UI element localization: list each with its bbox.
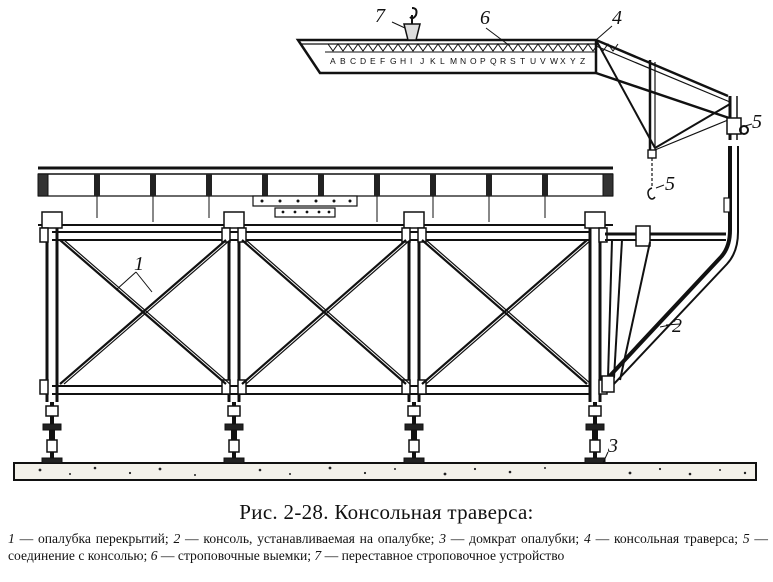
slot-letter: D (360, 56, 366, 66)
slot-letter: E (370, 56, 376, 66)
legend-number: 2 (173, 531, 181, 546)
slot-letter: P (480, 56, 486, 66)
technical-drawing: A B C D E F G H I J K L M N O P Q R S T … (13, 5, 762, 481)
support-towers (39, 211, 608, 402)
legend-number: 6 (150, 548, 158, 563)
slot-letter: G (390, 56, 397, 66)
callout-6: 6 (480, 7, 490, 29)
legend-text: — строповочные выемки; (157, 548, 315, 563)
lifting-device (403, 7, 421, 41)
callout-2: 2 (672, 315, 682, 337)
slot-letter: C (350, 56, 356, 66)
slot-letter: A (330, 56, 336, 66)
slot-letter: W (550, 56, 558, 66)
legend-number: 1 (8, 531, 15, 546)
slot-letter: K (430, 56, 436, 66)
figure-caption: Рис. 2-28. Консольная траверса: (239, 500, 534, 524)
slot-letter: Y (570, 56, 576, 66)
slot-letter: B (340, 56, 346, 66)
slot-letter: Z (580, 56, 585, 66)
legend-number: 4 (584, 531, 591, 546)
ground-slab (13, 462, 757, 481)
slot-letter: H (400, 56, 406, 66)
formwork-jacks (41, 402, 606, 464)
lifting-slot-letters: A B C D E F G H I J K L M N O P Q R S T … (330, 56, 585, 66)
callout-3: 3 (607, 435, 618, 457)
legend-text: — консольная траверса; (590, 531, 743, 546)
slot-letter: O (470, 56, 477, 66)
leader-lines (115, 21, 753, 464)
legend-number: 3 (439, 531, 446, 546)
slot-letter: R (500, 56, 506, 66)
slot-letter: U (530, 56, 536, 66)
figure-legend: 1 — опалубка перекрытий; 2 — консоль, ус… (8, 530, 768, 564)
callout-5-hook: 5 (665, 173, 675, 195)
slot-letter: I (410, 56, 412, 66)
slot-letter: X (560, 56, 566, 66)
callouts: 1 2 3 4 5 5 6 7 (134, 5, 762, 457)
slot-letter: L (440, 56, 445, 66)
legend-text: — опалубка перекрытий; (14, 531, 174, 546)
slot-letter: J (420, 56, 424, 66)
legend-number: 5 (742, 531, 750, 546)
callout-5-joint: 5 (752, 111, 762, 133)
legend-text: — соединение с консолью; (8, 531, 769, 563)
legend-text: — домкрат опалубки; (445, 531, 584, 546)
slot-letter: F (380, 56, 385, 66)
legend-text: — консоль, устанавливаемая на опалубке; (180, 531, 440, 546)
console-bracket (601, 146, 739, 393)
slot-letter: M (450, 56, 457, 66)
legend-text: — переставное строповочное устройство (321, 548, 565, 563)
callout-7: 7 (375, 5, 386, 27)
slot-letter: S (510, 56, 516, 66)
legend-number: 7 (314, 548, 322, 563)
slot-letter: T (520, 56, 525, 66)
formwork-deck (37, 166, 614, 226)
callout-1: 1 (134, 253, 144, 275)
slot-letter: V (540, 56, 546, 66)
slot-letter: N (460, 56, 466, 66)
crane-beam (295, 38, 749, 200)
callout-4: 4 (612, 7, 622, 29)
slot-letter: Q (490, 56, 497, 66)
